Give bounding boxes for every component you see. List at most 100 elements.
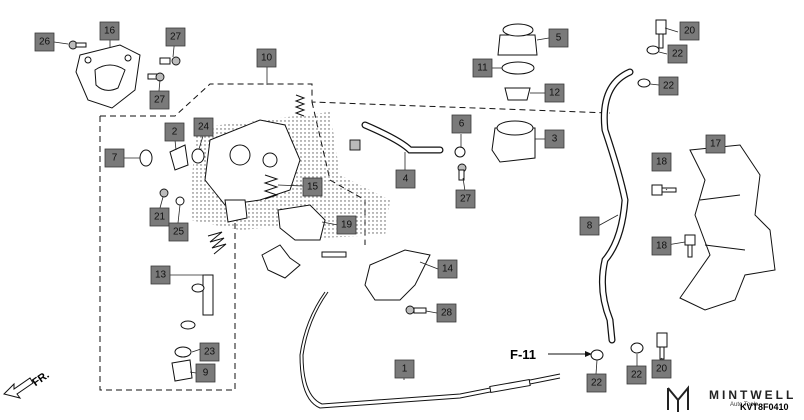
svg-text:1: 1 [402,364,408,375]
callout-14: 14 [437,259,458,279]
callout-12: 12 [544,83,565,103]
svg-text:22: 22 [591,378,603,389]
bolt-part-28 [405,305,427,315]
clip-part-hose-end [349,139,361,151]
callout-9: 9 [195,363,216,383]
svg-text:27: 27 [154,95,166,106]
bolt-part-18-bottom [684,234,696,258]
svg-text:7: 7 [112,153,118,164]
callout-24: 24 [193,117,214,137]
spring-part-10-top [294,94,306,117]
callout-16: 16 [99,21,120,41]
callout-27-lower: 27 [149,90,170,110]
svg-text:18: 18 [656,157,668,168]
callout-1: 1 [394,359,415,379]
bolt-part-20-bottom [656,332,668,360]
nut-part-21 [159,188,169,198]
cable-part-1 [299,291,561,409]
bracket-part-16 [75,44,141,109]
clip-bracket [261,244,301,279]
brand-logo-icon [667,385,689,412]
callout-3: 3 [544,129,565,149]
front-direction-arrow [3,377,34,399]
svg-text:11: 11 [477,63,488,74]
callout-10: 10 [256,48,277,68]
assembly-frame-lower [99,116,236,391]
o-ring-part-24 [191,148,205,164]
svg-text:22: 22 [672,49,684,60]
svg-text:28: 28 [441,308,453,319]
washer-part-22-bottom-right [630,342,644,354]
svg-text:23: 23 [204,347,216,358]
reservoir-part-3 [491,120,536,163]
washer-part-22-top [646,45,660,55]
callout-26: 26 [34,32,55,52]
callout-4: 4 [395,169,416,189]
diaphragm-part-11 [501,61,535,75]
seal-part-23 [174,346,192,358]
seal-part-7 [139,149,153,167]
brand-name: MINTWELL [709,388,797,402]
diagram-code: KVT8F0410 [740,402,789,412]
callout-5: 5 [548,28,569,48]
bolt-part-27-lower [147,72,165,82]
bolt-part-27-reservoir [457,163,467,181]
leader-lines [53,27,716,380]
piston-part-2 [169,144,189,171]
cover-part-14 [364,249,431,301]
callout-19: 19 [336,215,357,235]
svg-text:26: 26 [39,37,51,48]
cap-part-9 [171,359,193,382]
callout-6: 6 [451,114,472,134]
hose-part-4 [361,121,444,154]
svg-text:25: 25 [173,227,185,238]
callout-17: 17 [705,134,726,154]
spring-part-15 [263,174,279,200]
washer-part-22-bottom-left [590,349,604,361]
callout-20-top: 20 [679,21,700,41]
svg-text:6: 6 [459,119,465,130]
reference-arrow [548,351,592,357]
svg-text:8: 8 [587,221,593,232]
callout-11: 11 [472,58,493,78]
brand-tagline: Auto Tools [730,402,758,408]
svg-text:24: 24 [198,122,210,133]
callout-22-bottom-left: 22 [586,373,607,393]
svg-text:22: 22 [663,81,675,92]
lever-part-19 [277,204,347,258]
callout-8: 8 [579,216,600,236]
washer-part-22-mid [637,78,651,88]
callout-18-top: 18 [651,152,672,172]
callout-13: 13 [150,265,171,285]
svg-text:16: 16 [104,26,116,37]
clamp-part-6 [454,146,466,158]
reference-label: F-11 [510,347,537,362]
svg-text:13: 13 [155,270,167,281]
svg-text:27: 27 [460,194,472,205]
callout-21: 21 [149,207,170,227]
callout-7: 7 [104,148,125,168]
callout-22-bottom-right: 22 [626,365,647,385]
svg-text:17: 17 [710,139,722,150]
callout-27-top: 27 [165,27,186,47]
svg-text:20: 20 [656,364,668,375]
callout-23: 23 [199,342,220,362]
bolt-part-26 [68,40,87,50]
internal-stack-part-13 [180,231,227,330]
cap-part-5 [497,23,538,56]
callout-20-bottom: 20 [651,359,672,379]
assembly-frame [100,83,611,117]
svg-text:2: 2 [172,127,178,138]
bolt-part-18-top [651,184,677,196]
callout-27-reservoir: 27 [455,189,476,209]
callout-28: 28 [436,303,457,323]
washer-part-25 [175,196,185,206]
callout-25: 25 [168,222,189,242]
svg-text:18: 18 [656,241,668,252]
plate-part-12 [504,87,531,101]
svg-text:22: 22 [631,370,643,381]
guard-part-17 [679,144,776,311]
svg-text:19: 19 [341,220,353,231]
svg-text:21: 21 [154,212,166,223]
